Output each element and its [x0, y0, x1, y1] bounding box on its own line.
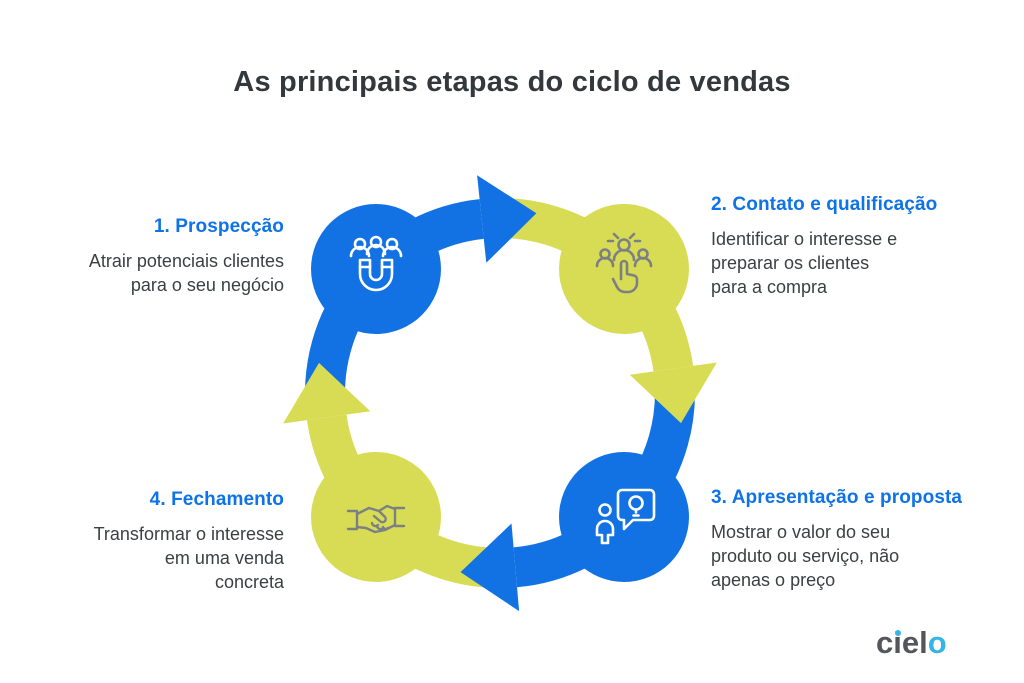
- stage-description-line: em uma venda: [164, 548, 284, 568]
- stage-description-line: Transformar o interesse: [93, 524, 284, 544]
- stage-heading: 4. Fechamento: [149, 489, 284, 510]
- magnet-people-icon: [349, 235, 403, 292]
- stage-description-line: para a compra: [711, 277, 828, 297]
- stage-description-line: para o seu negócio: [130, 275, 284, 295]
- stage-heading: 3. Apresentação e proposta: [711, 487, 963, 508]
- page-title: As principais etapas do ciclo de vendas: [233, 66, 791, 98]
- logo-letter: c: [876, 625, 894, 660]
- stage-heading: 2. Contato e qualificação: [711, 194, 938, 215]
- stage-block-qualificacao: 2. Contato e qualificação Identificar o …: [711, 194, 1011, 299]
- presentation-bulb-icon: [595, 488, 656, 545]
- arrow-right-icon: [477, 175, 537, 263]
- arrow-up-icon: [283, 362, 371, 424]
- stage-block-proposta: 3. Apresentação e proposta Mostrar o val…: [711, 487, 1011, 592]
- stage-description-line: Identificar o interesse e: [711, 229, 898, 249]
- stage-description-line: Mostrar o valor do seu: [711, 522, 891, 542]
- select-person-icon: [595, 232, 653, 294]
- stage-block-fechamento: 4. Fechamento Transformar o interesse em…: [28, 489, 284, 594]
- stage-block-prospeccao: 1. Prospecção Atrair potenciais clientes…: [28, 216, 284, 297]
- stage-circle-proposta: [559, 452, 689, 582]
- logo-letter-o: o: [927, 625, 947, 660]
- stage-circle-prospeccao: [311, 204, 441, 334]
- logo-letter-i: i: [893, 625, 902, 660]
- stage-heading: 1. Prospecção: [153, 216, 284, 237]
- handshake-icon: [346, 504, 406, 534]
- stage-description-line: preparar os clientes: [711, 253, 870, 273]
- arrow-left-icon: [460, 523, 520, 612]
- logo-i-dot-icon: [894, 629, 901, 636]
- stage-description-line: concreta: [214, 572, 284, 592]
- stage-description-line: produto ou serviço, não: [711, 546, 900, 566]
- logo-letters: el: [901, 625, 928, 660]
- stage-description-line: apenas o preço: [711, 570, 836, 590]
- arrow-down-icon: [629, 362, 717, 424]
- stage-description-line: Atrair potenciais clientes: [88, 251, 284, 271]
- stage-circle-qualificacao: [559, 204, 689, 334]
